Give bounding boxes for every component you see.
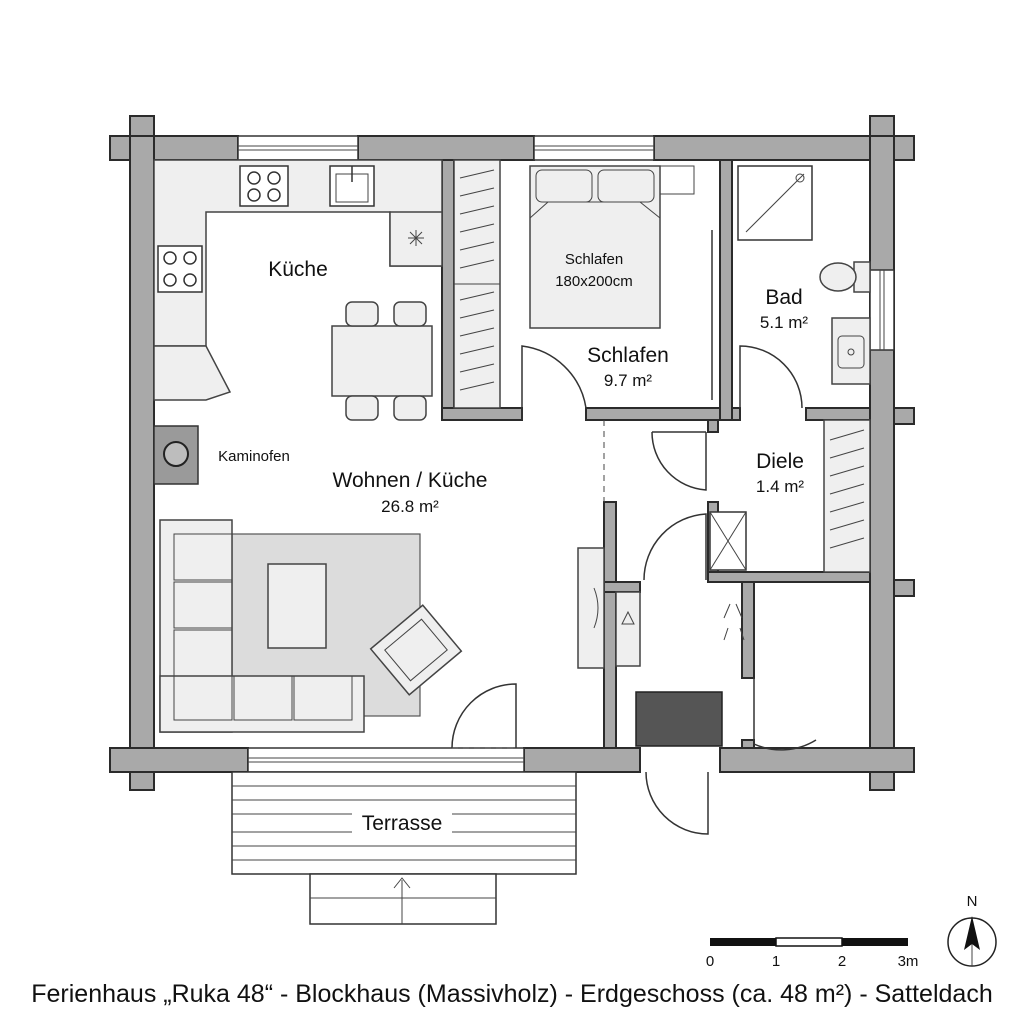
scale-tick-2: 2	[838, 953, 846, 970]
bed	[529, 165, 695, 329]
interior-walls	[441, 159, 871, 749]
kaminofen-label: Kaminofen	[218, 448, 290, 465]
room-area-bad: 5.1 m²	[760, 313, 809, 332]
door-mat	[635, 691, 723, 747]
armchair	[369, 604, 463, 696]
plan-caption: Ferienhaus „Ruka 48“ - Blockhaus (Massiv…	[31, 980, 993, 1008]
kitchen-counter	[153, 159, 443, 401]
windows	[237, 135, 895, 773]
shaft-icon	[709, 511, 747, 571]
cooktop-icon	[239, 165, 289, 207]
door-swings	[451, 345, 817, 835]
entry-cabinet	[577, 547, 641, 669]
hall-wardrobe	[823, 419, 871, 573]
wardrobe	[453, 159, 501, 409]
outer-walls	[109, 115, 915, 791]
cooktop-icon	[157, 245, 203, 293]
fridge-icon	[408, 230, 424, 246]
room-area-schlafen: 9.7 m²	[604, 371, 653, 390]
bed-size: 180x200cm	[555, 273, 633, 290]
toilet-icon	[819, 261, 871, 293]
washbasin-icon	[831, 317, 871, 385]
dining-table	[331, 301, 433, 421]
room-label-wohnen: Wohnen / Küche	[333, 469, 488, 492]
north-label: N	[967, 893, 978, 910]
stove-icon	[153, 425, 199, 485]
coffee-table	[267, 563, 327, 649]
room-area-wohnen: 26.8 m²	[381, 497, 439, 516]
coat-hooks-icon	[723, 603, 745, 641]
sofa	[159, 519, 365, 733]
bed-label: Schlafen	[565, 251, 623, 268]
sink-icon	[329, 165, 375, 207]
room-label-schlafen: Schlafen	[587, 344, 669, 367]
terrace-steps	[309, 873, 497, 925]
scale-tick-3: 3m	[898, 953, 919, 970]
room-label-bad: Bad	[765, 286, 802, 309]
shower-icon	[737, 165, 813, 241]
scale-tick-0: 0	[706, 953, 714, 970]
room-area-diele: 1.4 m²	[756, 477, 805, 496]
scale-bar: 0 1 2 3m	[706, 937, 919, 970]
north-arrow-icon: N	[947, 893, 997, 967]
scale-tick-1: 1	[772, 953, 780, 970]
terrasse-label: Terrasse	[362, 812, 443, 835]
living-area	[159, 519, 463, 733]
room-label-diele: Diele	[756, 450, 804, 473]
room-label-kueche: Küche	[268, 258, 328, 281]
terrace	[231, 771, 577, 925]
